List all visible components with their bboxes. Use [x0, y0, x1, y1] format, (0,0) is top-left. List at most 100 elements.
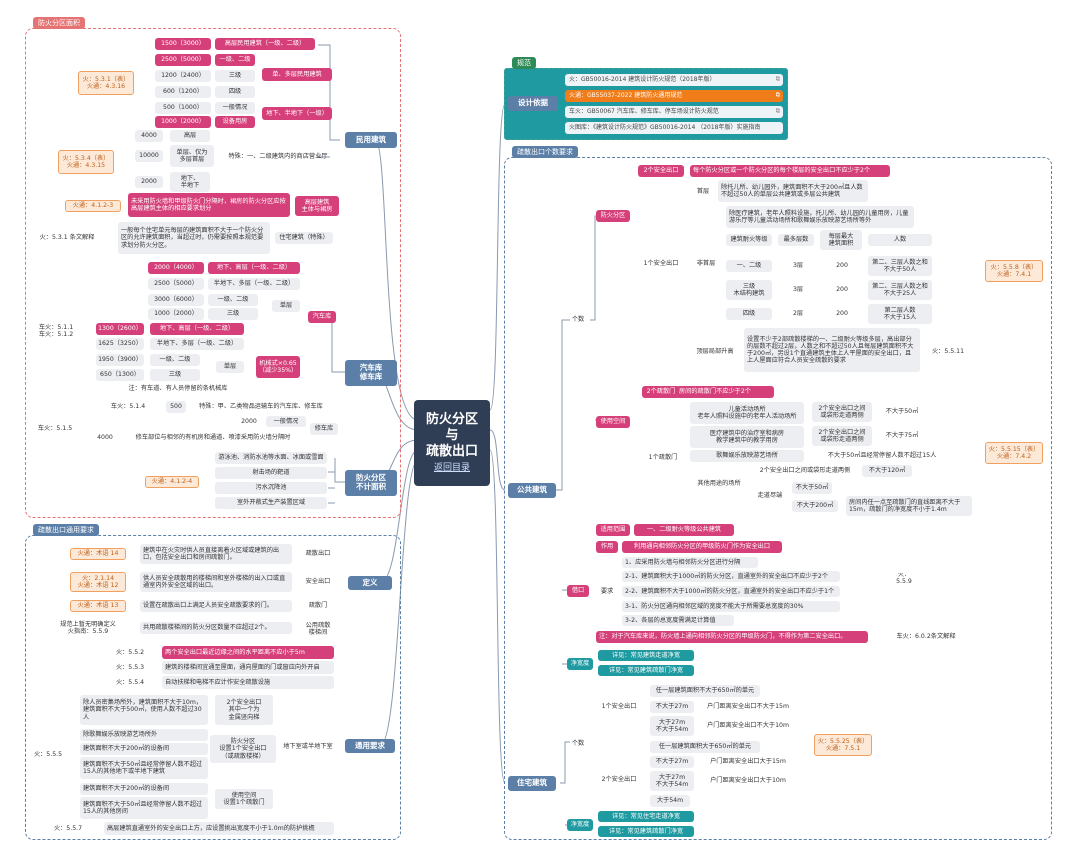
residential-ref[interactable]: 火：5.5.25（表） 火通：7.5.1	[814, 734, 872, 756]
civil-area-row: 2500（5000）	[155, 54, 211, 66]
civil-ref-2[interactable]: 火：5.3.4（表） 火通：4.3.15	[58, 150, 114, 174]
table-head: 最多层数	[778, 234, 814, 246]
civil-note-4-tag: 住宅建筑（特殊）	[275, 232, 333, 244]
residential-one-exit: 1个安全出口	[601, 703, 637, 711]
garage-label-d1: 一般情况	[266, 416, 306, 427]
under-tag: 地下室或半地下室	[283, 743, 333, 751]
garage-area-row: 1950（3900）	[96, 354, 144, 366]
public-two-doors: 2个疏散门	[642, 386, 680, 398]
external-link-icon[interactable]: ⧉	[775, 75, 780, 83]
category-garage[interactable]: 汽车库 修车库	[345, 360, 397, 386]
garage-ref-a[interactable]: 车火：5.1.1 车火：5.1.2	[38, 323, 74, 338]
def-ref[interactable]: 火通：术语 14	[70, 548, 126, 560]
under-item: 除歌舞娱乐放映游艺场所外	[80, 729, 208, 741]
garage-ref-d[interactable]: 车火：5.1.5	[37, 425, 73, 433]
commercial-row: 4000	[135, 130, 163, 142]
garage-row-d2: 4000	[97, 433, 113, 441]
civil-area-label: 四级	[215, 86, 255, 98]
res-two-row: 不大于27m	[650, 756, 694, 768]
garage-area-row: 1625（3250）	[96, 338, 144, 350]
def-ref[interactable]: 规范上暂无明确定义 火指南：5.5.9	[60, 620, 116, 635]
residential-see-door[interactable]: 详见：常见建筑疏散门净宽	[598, 826, 694, 837]
category-general[interactable]: 通用要求	[345, 739, 395, 753]
garage-area-label: 地下、高层（一级、二级）	[208, 262, 300, 274]
garage-ref-c[interactable]: 车火：5.1.4	[110, 403, 146, 411]
civil-area-label: 设备用房	[215, 116, 255, 128]
basis-ref-gb50067[interactable]: 车火：GB50067 汽车库、修车库、停车场设计防火规范⧉	[565, 106, 783, 118]
basis-ref-guide[interactable]: 火图库：《建筑设计防火规范》GB50016-2014 （2018年版）实施指南	[565, 122, 783, 134]
garage-area-row: 3000（6000）	[148, 294, 204, 306]
public-ref-roof[interactable]: 火：5.5.11	[931, 348, 965, 356]
door-row: 歌舞娱乐放映游艺场所	[690, 450, 804, 462]
civil-group-multi: 单、多层民用建筑	[262, 68, 332, 81]
public-ref-garage[interactable]: 车火：6.0.2条文解释	[896, 633, 956, 641]
res-two-row: 任一层建筑面积大于650㎡的单元	[650, 741, 760, 753]
external-link-icon[interactable]: ⧉	[775, 91, 780, 99]
public-first-note: 除托儿所、幼儿园外，建筑面积不大于200㎡且人数不超过50人的单层公共建筑或多层…	[718, 180, 868, 202]
category-public[interactable]: 公共建筑	[508, 483, 556, 498]
res-one-right: 户门距离安全出口不大于15m	[707, 703, 789, 711]
garage-area-label: 半地下、多层（一级、二级）	[208, 278, 300, 290]
fire-area-group	[25, 28, 401, 518]
civil-ref-3[interactable]: 火通：4.1.2-3	[65, 200, 121, 212]
civil-area-row: 1500（3000）	[155, 38, 211, 50]
public-see-corridor[interactable]: 详见：常见建筑走道净宽	[598, 650, 694, 661]
public-nonfirst: 非首层	[696, 260, 716, 268]
garage-row-d1: 2000	[241, 417, 257, 425]
res-one-row: 大于27m 不大于54m	[650, 716, 694, 736]
general-ref[interactable]: 火：5.5.2	[115, 649, 145, 657]
def-ref[interactable]: 火：2.1.14 火通：术语 12	[70, 572, 126, 592]
door-row: 儿童活动场所 老年人照料设施中的老年人活动场所	[690, 402, 804, 424]
public-ref-borrow[interactable]: 火：5.5.9	[896, 573, 912, 583]
commercial-row: 2000	[135, 176, 163, 188]
notcount-ref[interactable]: 火通：4.1.2-4	[145, 476, 199, 488]
basis-ref-gb55037[interactable]: 火通：GB55037-2022 建筑防火通用规范⧉	[565, 90, 783, 102]
def-ref[interactable]: 火通：术语 13	[70, 600, 126, 612]
general-ref[interactable]: 火：5.5.4	[115, 679, 145, 687]
under-item: 除人员密集场所外，建筑面积不大于10m，建筑面积不大于500㎡，使用人数不超过3…	[80, 695, 208, 725]
general-ref[interactable]: 火：5.5.3	[115, 664, 145, 672]
res-one-row: 不大于27m	[650, 701, 694, 713]
general-ref-557[interactable]: 火：5.5.7	[53, 825, 83, 833]
category-basis[interactable]: 设计依据	[508, 96, 558, 111]
general-note-557: 高层建筑直通室外的安全出口上方，应设置挑出宽度不小于1.0m的防护挑檐	[104, 822, 334, 835]
residential-see-corridor[interactable]: 详见：常见住宅走道净宽	[598, 811, 694, 822]
residential-count: 个数	[571, 740, 585, 748]
category-residential[interactable]: 住宅建筑	[508, 776, 556, 791]
borrow-action: 利用通向相邻防火分区的甲级防火门作为安全出口	[622, 541, 782, 553]
civil-area-label: 高层民用建筑（一级、二级）	[215, 38, 315, 50]
civil-ref-1[interactable]: 火：5.3.1（表） 火通：4.3.16	[78, 71, 134, 95]
corridor-r2-note: 房间内任一点至疏散门的直线距离不大于15m，疏散门的净宽度不小于1.4m	[846, 496, 972, 516]
external-link-icon[interactable]: ⧉	[775, 107, 780, 115]
category-civil[interactable]: 民用建筑	[345, 132, 397, 148]
evac-common-group	[25, 535, 401, 840]
garage-area-row: 2000（4000）	[148, 262, 204, 274]
civil-area-row: 1200（2400）	[155, 70, 211, 82]
table-cell: 200	[836, 310, 848, 318]
civil-ref-4[interactable]: 火：5.3.1 条文解释	[39, 234, 95, 242]
public-two-exits-note: 每个防火分区或一个防火分区的每个楼层的安全出口不应少于2个	[690, 165, 890, 177]
category-not-counted[interactable]: 防火分区 不计面积	[345, 470, 397, 496]
basis-group-tag: 规范	[512, 57, 536, 69]
public-ref-r1[interactable]: 火：5.5.8（表） 火通：7.4.1	[985, 260, 1043, 282]
center-title[interactable]: 防火分区 与 疏散出口 返回目录	[414, 400, 490, 486]
category-definition[interactable]: 定义	[348, 576, 392, 590]
under-mid: 2个安全出口 其中一个为 金属竖向梯	[215, 695, 273, 725]
table-cell: 第二层人数 不大于15人	[868, 304, 932, 324]
public-ref-r2[interactable]: 火：5.5.15（表） 火通：7.4.2	[985, 442, 1043, 464]
under-item: 建筑面积不大于50㎡且经常停留人数不超过15人的其他房间	[80, 797, 208, 819]
corridor-r2: 不大于200㎡	[792, 500, 838, 512]
table-cell: 第二、三层人数之和 不大于50人	[868, 256, 932, 276]
civil-area-label: 一般情况	[215, 102, 255, 114]
residential-net-width: 净宽度	[567, 819, 593, 831]
garage-area-label: 半地下、多层（一级、二级）	[150, 338, 244, 350]
general-ref-555[interactable]: 火：5.5.5	[33, 751, 63, 759]
public-count: 个数	[571, 316, 585, 324]
public-one-exit: 1个安全出口	[643, 260, 679, 268]
borrow-req: 2-1、建筑面积大于1000㎡的防火分区，直通室外的安全出口不应少于2个	[622, 571, 840, 582]
back-to-index-link[interactable]: 返回目录	[433, 463, 470, 474]
borrow-req: 2-2、建筑面积不大于1000㎡的防火分区，直通室外的安全出口不应少于1个	[622, 586, 840, 597]
public-see-door[interactable]: 详见：常见建筑疏散门净宽	[598, 665, 694, 676]
basis-ref-gb50016[interactable]: 火：GB50016-2014 建筑设计防火规范（2018年版）⧉	[565, 74, 783, 86]
public-two-doors-note: 房间的疏散门不应少于2个	[676, 386, 774, 398]
